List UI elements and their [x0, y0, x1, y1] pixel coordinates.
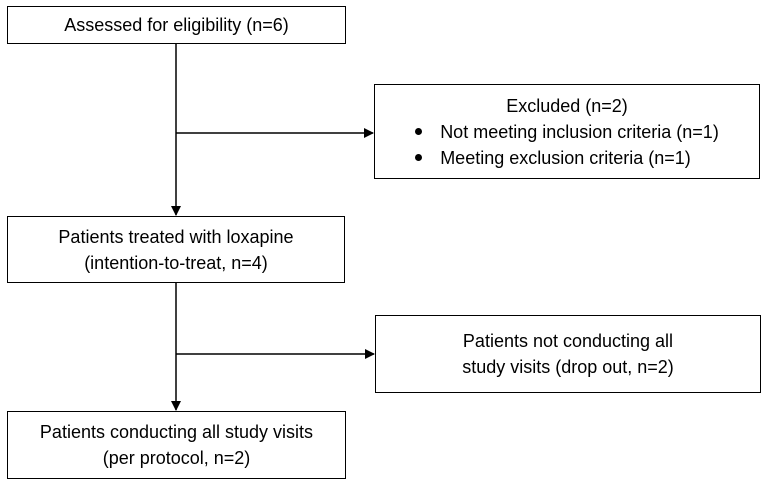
treated-line-2: (intention-to-treat, n=4): [84, 252, 268, 273]
dropout-line-2: study visits (drop out, n=2): [462, 357, 674, 377]
dropout-line-1: Patients not conducting all: [462, 331, 674, 351]
dropout-box: Patients not conducting all study visits…: [375, 315, 761, 393]
treated-line-1: Patients treated with loxapine: [58, 226, 294, 247]
excluded-reason-item: Not meeting inclusion criteria (n=1): [415, 119, 719, 145]
excluded-box: Excluded (n=2) Not meeting inclusion cri…: [374, 84, 760, 179]
treated-box: Patients treated with loxapine (intentio…: [7, 216, 345, 283]
per-protocol-line-1: Patients conducting all study visits: [39, 422, 314, 442]
excluded-reason-text: Not meeting inclusion criteria (n=1): [440, 121, 719, 142]
assessed-label: Assessed for eligibility (n=6): [64, 15, 289, 35]
excluded-reason-item: Meeting exclusion criteria (n=1): [415, 145, 719, 171]
per-protocol-line-2: (per protocol, n=2): [102, 448, 251, 468]
excluded-reasons-list: Not meeting inclusion criteria (n=1) Mee…: [415, 119, 719, 171]
per-protocol-box: Patients conducting all study visits (pe…: [7, 411, 346, 479]
assessed-box: Assessed for eligibility (n=6): [7, 6, 346, 44]
bullet-icon: [415, 154, 423, 161]
bullet-icon: [415, 128, 423, 135]
excluded-title: Excluded (n=2): [506, 95, 628, 116]
excluded-reason-text: Meeting exclusion criteria (n=1): [440, 147, 691, 168]
